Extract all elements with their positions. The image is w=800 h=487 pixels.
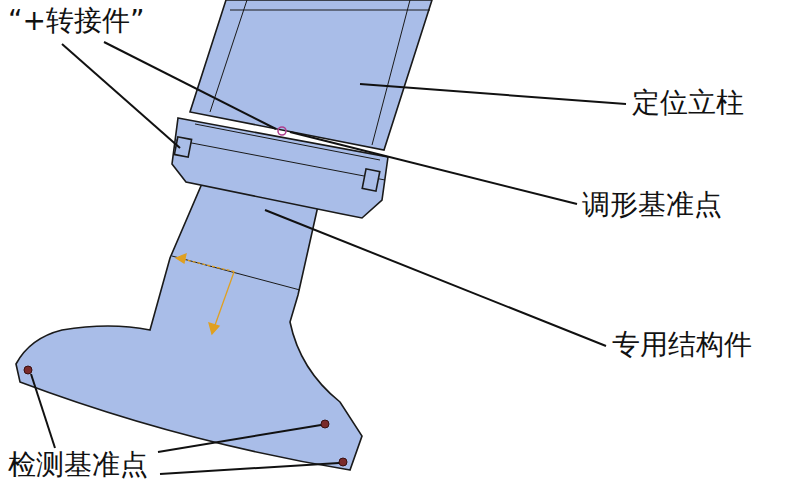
- part-label: 检测基准点: [8, 450, 148, 481]
- part-drawing: [16, 0, 432, 470]
- part-label: 调形基准点: [582, 190, 722, 221]
- leader-line: [31, 42, 626, 474]
- part-label: “+转接件”: [8, 6, 144, 37]
- part-label: 定位立柱: [632, 88, 744, 119]
- structural-part: [16, 165, 362, 470]
- reference-points: [24, 127, 347, 466]
- axis-mark: [176, 254, 236, 334]
- part-label: 专用结构件: [612, 330, 752, 361]
- adapter-plate: [172, 118, 388, 218]
